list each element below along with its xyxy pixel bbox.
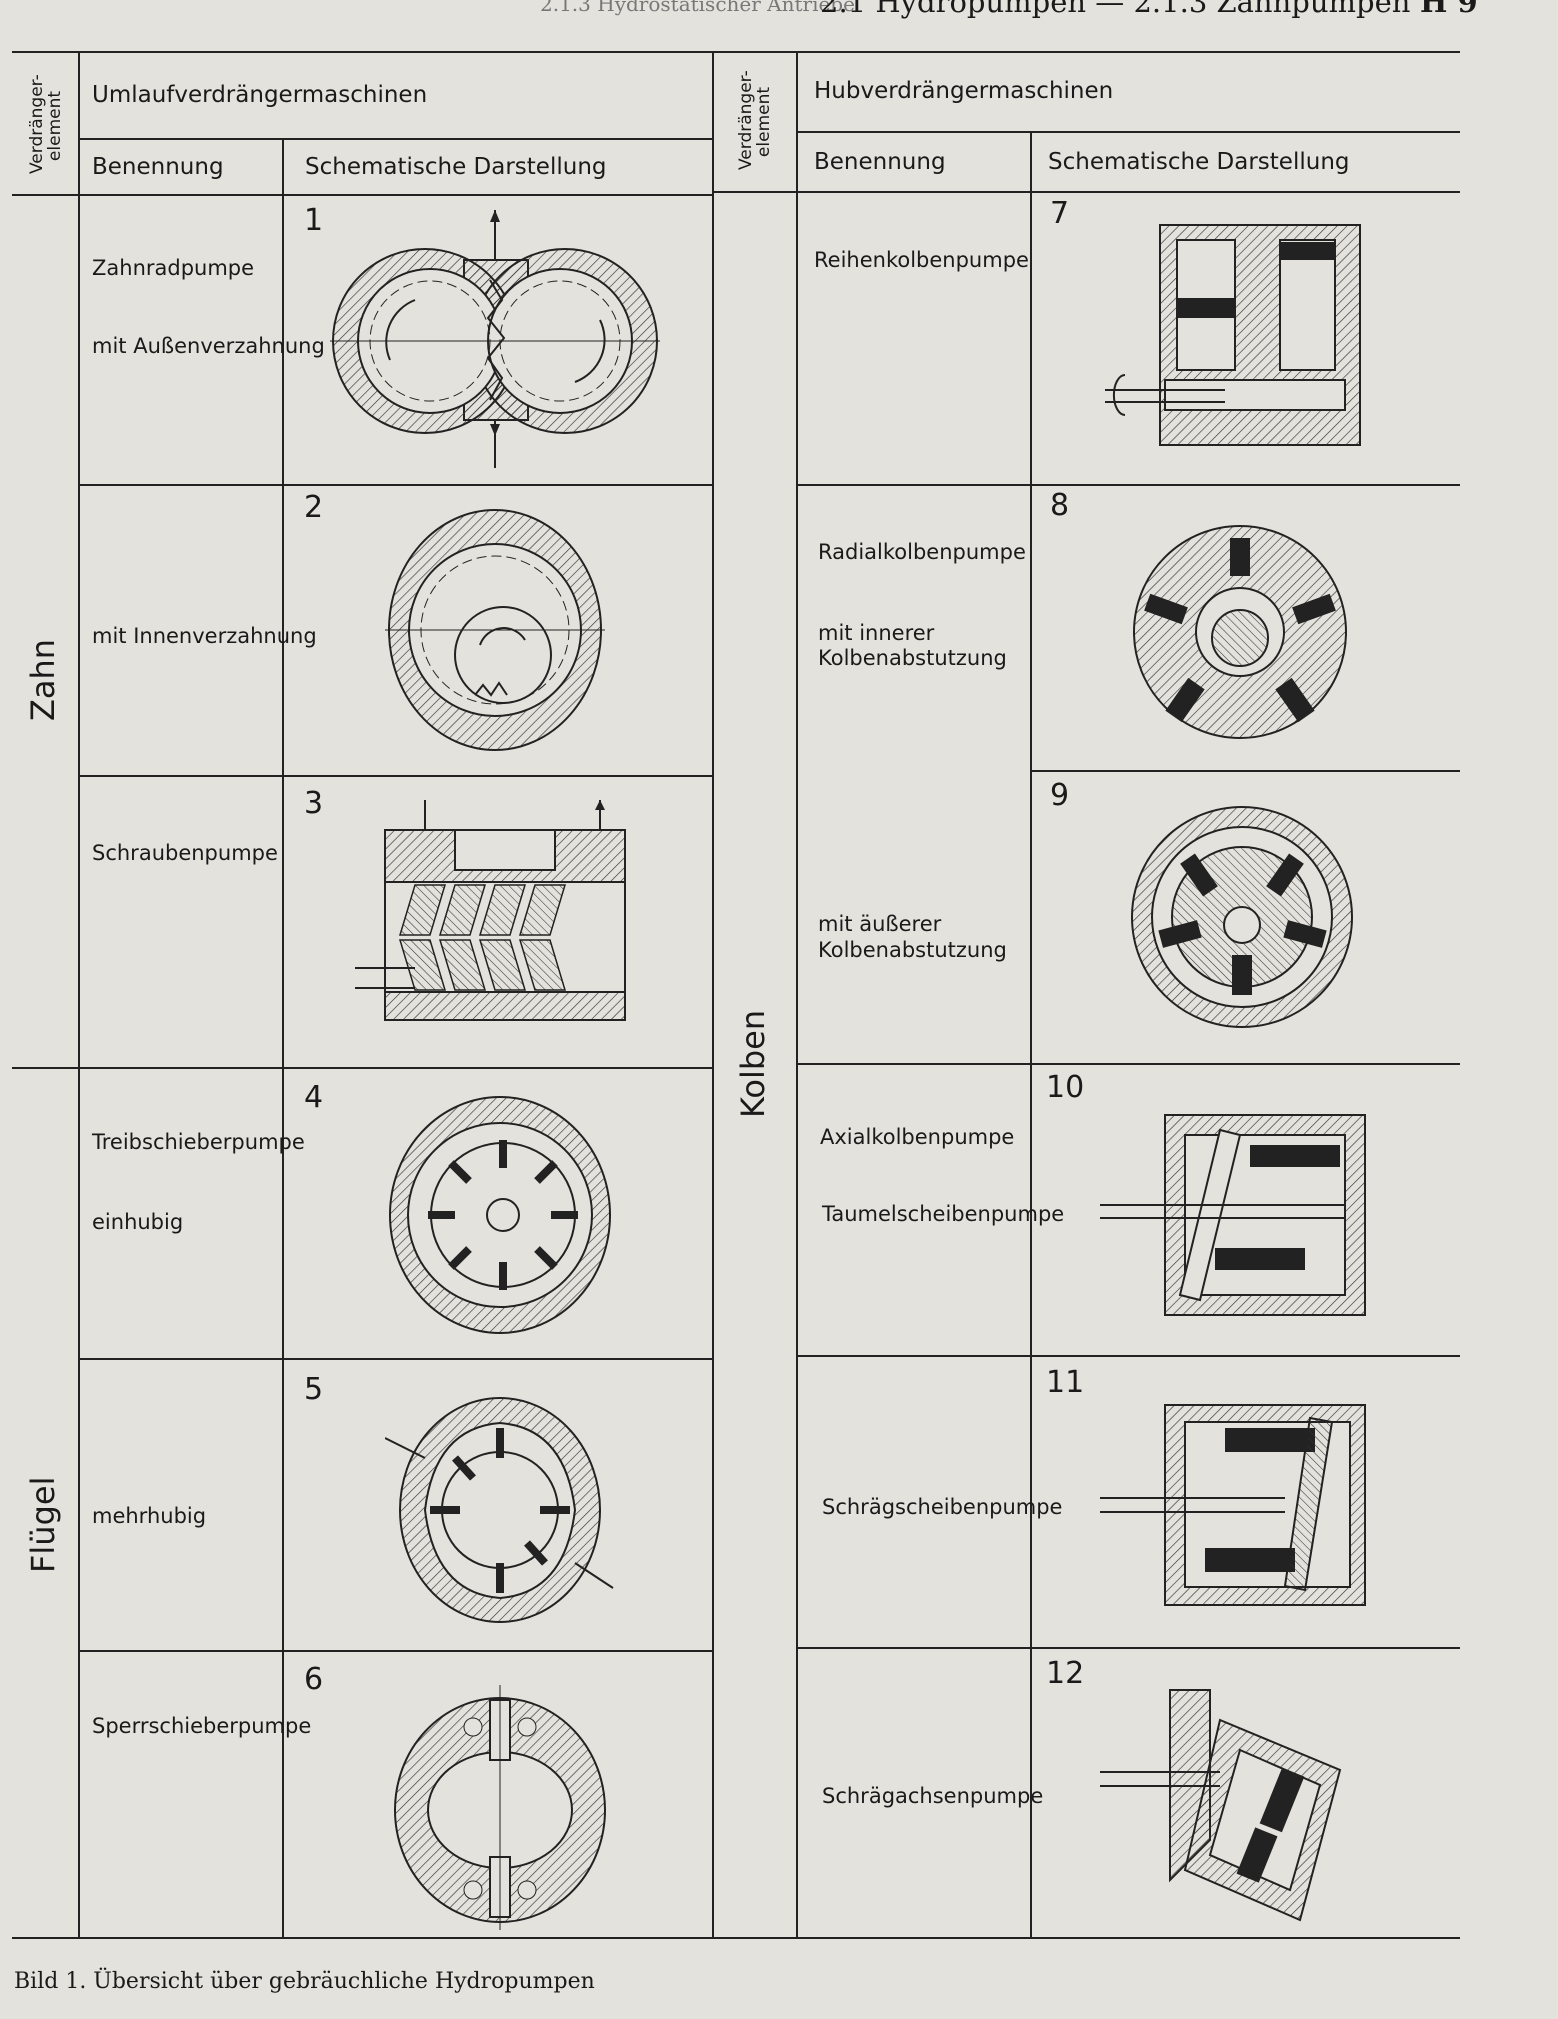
row3-number: 3 [304, 786, 324, 821]
screw-pump-icon [355, 800, 626, 1021]
right-table-title: Hubverdrängermaschinen [814, 78, 1114, 104]
row9-number: 9 [1050, 778, 1070, 813]
multi-stroke-vane-pump-icon [385, 1397, 614, 1623]
row4-name: Treibschieberpumpe [92, 1130, 305, 1154]
row5-number: 5 [304, 1372, 324, 1407]
right-col-name: Benennung [814, 149, 946, 175]
row1-number: 1 [304, 203, 324, 238]
radial-piston-pump-outer-icon [1131, 806, 1353, 1028]
row10-number: 10 [1046, 1070, 1085, 1105]
group-zahn: Zahn [24, 638, 62, 722]
row2-number: 2 [304, 490, 324, 525]
left-table-title: Umlaufverdrängermaschinen [92, 82, 428, 108]
row1-name: Zahnradpumpe [92, 256, 255, 280]
row12-number: 12 [1046, 1656, 1085, 1691]
row2-name: mit Innenverzahnung [92, 624, 317, 648]
bent-axis-pump-icon [1100, 1689, 1342, 1922]
left-col-schema: Schematische Darstellung [305, 154, 607, 180]
row12-name: Schrägachsenpumpe [822, 1784, 1044, 1808]
figure-caption: Bild 1. Übersicht über gebräuchliche Hyd… [14, 1969, 595, 1994]
single-stroke-vane-pump-icon [389, 1096, 611, 1334]
row6-name: Sperrschieberpumpe [92, 1714, 312, 1738]
row9-sub2: Kolbenabstutzung [818, 938, 1007, 962]
row8-sub1: mit innerer [818, 621, 935, 645]
group-kolben: Kolben [734, 1009, 772, 1118]
radial-piston-pump-inner-icon [1133, 525, 1347, 739]
row9-sub1: mit äußerer [818, 912, 942, 936]
wobble-plate-pump-icon [1100, 1114, 1366, 1316]
row11-name: Schrägscheibenpumpe [822, 1495, 1063, 1519]
left-col-name: Benennung [92, 154, 224, 180]
row5-name: mehrhubig [92, 1504, 207, 1528]
row4-sub: einhubig [92, 1210, 184, 1234]
right-group-header: Verdränger-element [736, 70, 774, 170]
page-header: 2.1.3 Hydrostatischer Antriebe 2.1 Hydro… [540, 0, 1558, 20]
row10-name: Axialkolbenpumpe [820, 1125, 1015, 1149]
row8-sub2: Kolbenabstutzung [818, 646, 1007, 670]
row3-name: Schraubenpumpe [92, 841, 278, 865]
inline-piston-pump-icon [1105, 224, 1361, 446]
row8-number: 8 [1050, 488, 1070, 523]
row6-number: 6 [304, 1662, 324, 1697]
section-title: 2.1 Hydropumpen — 2.1.3 Zahnpumpen [820, 0, 1411, 19]
left-group-header: Verdränger-element [27, 74, 65, 174]
right-col-schema: Schematische Darstellung [1048, 149, 1350, 175]
group-fluegel: Flügel [24, 1476, 62, 1573]
row11-number: 11 [1046, 1365, 1085, 1400]
row8-name: Radialkolbenpumpe [818, 540, 1026, 564]
page-number: H 9 [1420, 0, 1478, 19]
internal-gear-pump-icon [385, 509, 605, 751]
ghost-header: 2.1.3 Hydrostatischer Antriebe [540, 0, 855, 16]
row7-name: Reihenkolbenpumpe [814, 248, 1029, 272]
row1-sub: mit Außenverzahnung [92, 334, 325, 358]
row10-sub: Taumelscheibenpumpe [822, 1202, 1065, 1226]
row7-number: 7 [1050, 196, 1070, 231]
rotary-abutment-pump-icon [394, 1685, 606, 1930]
external-gear-pump-icon [330, 210, 660, 468]
row4-number: 4 [304, 1080, 324, 1115]
swashplate-pump-icon [1100, 1404, 1366, 1606]
